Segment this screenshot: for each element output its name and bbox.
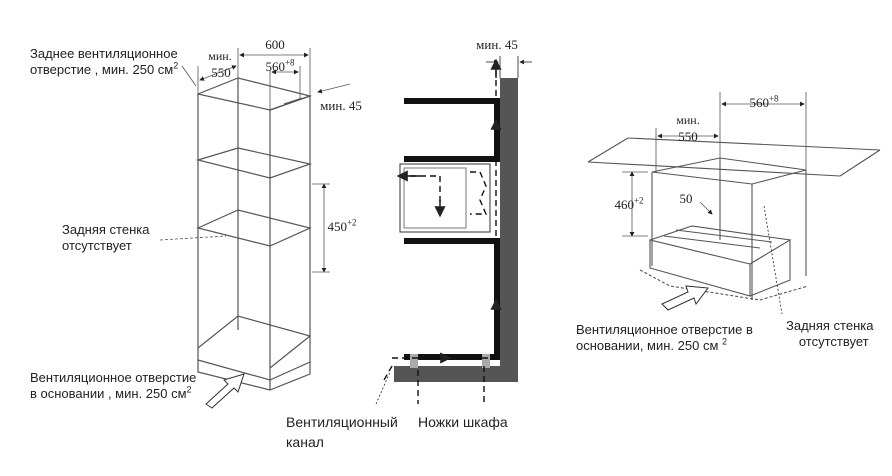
cabinet-feet-label: Ножки шкафа — [418, 414, 508, 430]
dim-560-value: 560 — [265, 59, 285, 74]
dim-min-label-550-drawer: мин. — [676, 113, 700, 127]
bottom-vent-line2: в основании , мин. 250 см2 — [30, 384, 196, 402]
rear-vent-line2-text: отверстие , мин. 250 см — [30, 62, 174, 77]
dim-550: 550 — [211, 65, 231, 80]
rear-vent-sup: 2 — [173, 60, 179, 71]
dim-460-sup: +2 — [633, 195, 644, 206]
dim-600: 600 — [265, 37, 285, 52]
dim-460: 460+2 — [614, 195, 644, 212]
vent-channel-label: Вентиляционный канал — [286, 412, 398, 452]
dim-50: 50 — [679, 191, 693, 206]
dim-560-sup: +8 — [284, 57, 295, 68]
dim-560-drawer-value: 560 — [749, 95, 769, 110]
rear-vent-line1: Заднее вентиляционное — [30, 46, 178, 61]
dim-450-value: 450 — [327, 219, 347, 234]
no-back-wall-label: Задняя стенка отсутствует — [62, 222, 149, 254]
drawer-bottom-vent-line2-text: основании, мин. 250 см — [576, 338, 719, 353]
rear-vent-label: Заднее вентиляционное отверстие , мин. 2… — [30, 46, 178, 78]
bottom-vent-line1: Вентиляционное отверстие — [30, 370, 197, 385]
vent-channel-line1: Вентиляционный — [286, 414, 398, 430]
drawer-no-back-wall-line1: Задняя стенка — [786, 318, 874, 333]
bottom-vent-line2-text: в основании , мин. 250 см — [30, 386, 187, 401]
drawer-bottom-vent-line2: основании, мин. 250 см 2 — [576, 336, 753, 354]
drawer-bottom-vent-line1: Вентиляционное отверстие в — [576, 322, 753, 337]
drawer-no-back-wall-line2: отсутствует — [798, 334, 869, 349]
drawer-niche-drawing — [587, 92, 881, 315]
dim-560-drawer-sup: +8 — [768, 93, 779, 104]
dim-450-sup: +2 — [346, 217, 357, 228]
dim-460-value: 460 — [614, 197, 634, 212]
bottom-vent-sup: 2 — [186, 384, 192, 395]
drawer-bottom-vent-sup: 2 — [722, 336, 728, 347]
drawer-bottom-vent-label: Вентиляционное отверстие в основании, ми… — [576, 322, 753, 354]
dim-550-drawer: 550 — [678, 129, 698, 144]
rear-vent-line2: отверстие , мин. 250 см2 — [30, 60, 179, 78]
bottom-vent-label: Вентиляционное отверстие в основании , м… — [30, 370, 196, 402]
dim-450: 450+2 — [326, 217, 358, 234]
no-back-wall-line1: Задняя стенка — [62, 222, 150, 237]
dim-min45-top: мин. 45 — [320, 98, 362, 113]
vent-channel-line2: канал — [286, 434, 324, 450]
no-back-wall-line2: отсутствует — [62, 238, 132, 253]
drawer-no-back-wall-label: Задняя стенка отсутствует — [786, 318, 873, 350]
dim-min-label-550: мин. — [208, 49, 232, 63]
column-cabinet-drawing — [159, 48, 351, 409]
dim-560-drawer: 560+8 — [744, 93, 784, 110]
dim-560: 560+8 — [260, 57, 300, 74]
section-airflow-drawing — [375, 56, 532, 405]
dim-min45-section: мин. 45 — [476, 37, 518, 52]
